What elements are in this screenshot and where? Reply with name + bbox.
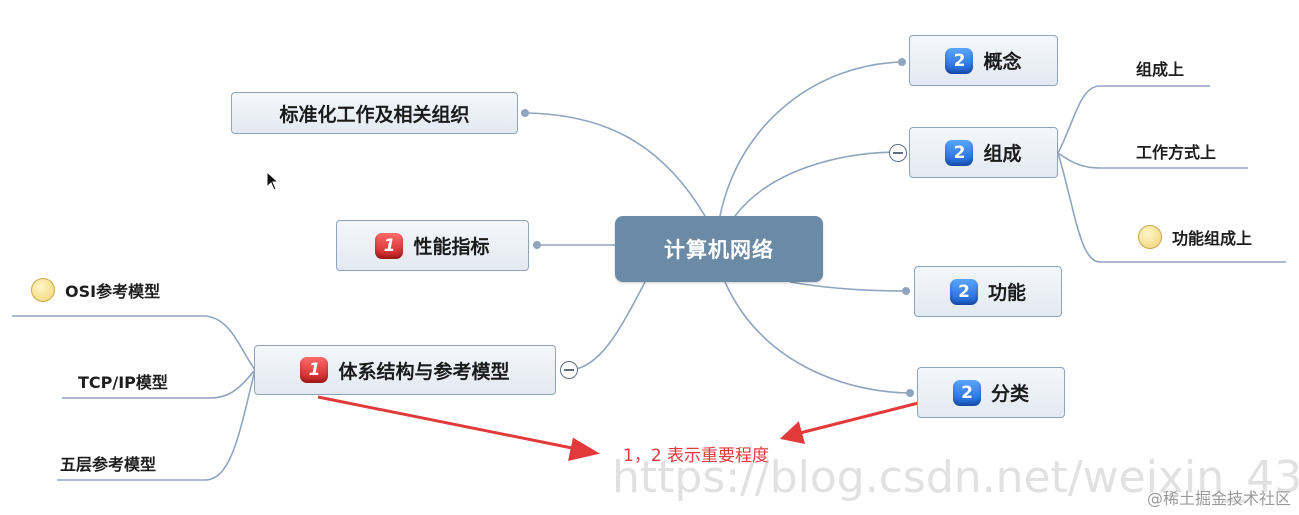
leaf-label: 工作方式上 xyxy=(1136,143,1217,162)
node-standards-label: 标准化工作及相关组织 xyxy=(279,103,470,126)
smiley-icon xyxy=(1138,225,1162,249)
leaf-five-layer-model[interactable]: 五层参考模型 xyxy=(60,451,156,475)
node-performance-label: 性能指标 xyxy=(413,236,490,258)
leaf-label: TCP/IP模型 xyxy=(78,373,168,392)
node-composition-label: 组成 xyxy=(983,143,1022,165)
leaf-label: OSI参考模型 xyxy=(65,282,161,301)
priority-badge: 2 xyxy=(945,139,974,166)
node-performance[interactable]: 1 性能指标 xyxy=(336,220,529,271)
leaf-label: 功能组成上 xyxy=(1172,229,1253,248)
watermark-url: https://blog.csdn.net/weixin_43501982 xyxy=(612,452,1299,503)
smiley-icon xyxy=(31,278,55,302)
leaf-osi-model[interactable]: OSI参考模型 xyxy=(31,278,160,302)
priority-badge: 2 xyxy=(949,278,978,305)
node-concept[interactable]: 2 概念 xyxy=(909,35,1058,86)
importance-annotation: 1，2 表示重要程度 xyxy=(623,446,770,466)
mouse-cursor-icon xyxy=(266,171,280,191)
collapse-toggle-composition[interactable] xyxy=(889,144,907,162)
leaf-tcpip-model[interactable]: TCP/IP模型 xyxy=(78,369,168,393)
central-topic-label: 计算机网络 xyxy=(664,238,774,262)
central-topic[interactable]: 计算机网络 xyxy=(615,216,823,282)
priority-badge: 2 xyxy=(952,379,981,406)
leaf-label: 组成上 xyxy=(1136,60,1185,79)
leaf-label: 五层参考模型 xyxy=(60,455,157,474)
leaf-composition-structure[interactable]: 组成上 xyxy=(1136,56,1184,80)
node-architecture-label: 体系结构与参考模型 xyxy=(338,360,510,383)
node-classification[interactable]: 2 分类 xyxy=(917,367,1065,418)
node-classification-label: 分类 xyxy=(990,383,1029,405)
leaf-composition-working-mode[interactable]: 工作方式上 xyxy=(1136,139,1216,163)
credit-text: @稀土掘金技术社区 xyxy=(1146,489,1291,508)
node-concept-label: 概念 xyxy=(983,51,1022,73)
node-composition[interactable]: 2 组成 xyxy=(909,127,1058,178)
priority-badge: 1 xyxy=(300,357,329,383)
priority-badge: 1 xyxy=(375,232,404,259)
node-function-label: 功能 xyxy=(987,282,1026,304)
leaf-composition-function[interactable]: 功能组成上 xyxy=(1138,225,1252,249)
node-function[interactable]: 2 功能 xyxy=(914,266,1062,317)
collapse-toggle-architecture[interactable] xyxy=(560,361,578,379)
node-architecture[interactable]: 1 体系结构与参考模型 xyxy=(254,345,556,395)
priority-badge: 2 xyxy=(945,47,974,74)
node-standards[interactable]: 标准化工作及相关组织 xyxy=(231,92,518,134)
